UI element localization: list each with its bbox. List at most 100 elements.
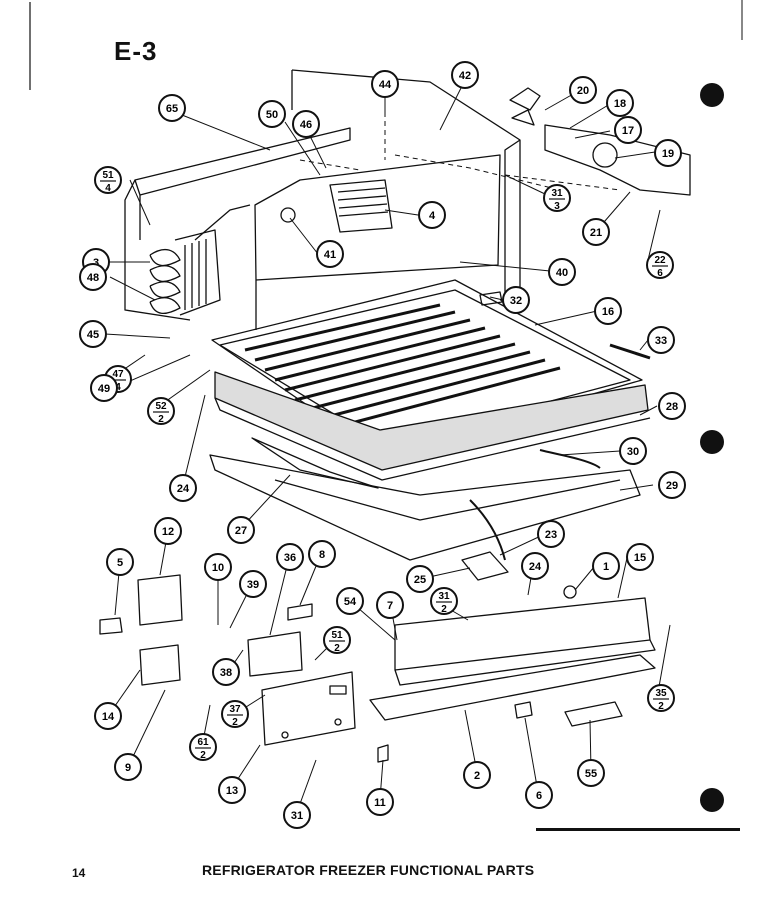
callout-31: 31	[283, 801, 311, 829]
svg-text:16: 16	[602, 306, 614, 318]
switch-a	[99, 617, 123, 635]
callout-6: 6	[525, 781, 553, 809]
fan-motor	[592, 142, 618, 168]
bracket	[287, 603, 313, 621]
svg-text:20: 20	[577, 85, 589, 97]
callout-27: 27	[227, 516, 255, 544]
callout-12: 12	[154, 517, 182, 545]
svg-text:2: 2	[474, 770, 480, 782]
svg-text:4: 4	[115, 382, 121, 393]
callout-21: 21	[582, 218, 610, 246]
callout-33: 33	[647, 326, 675, 354]
svg-text:23: 23	[545, 529, 557, 541]
callout-37-2: 372	[221, 700, 249, 728]
knob	[377, 744, 389, 763]
svg-text:3: 3	[554, 201, 560, 212]
callout-50: 50	[258, 100, 286, 128]
svg-text:25: 25	[414, 574, 426, 586]
callout-16: 16	[594, 297, 622, 325]
svg-text:48: 48	[87, 272, 99, 284]
svg-text:41: 41	[324, 249, 336, 261]
callout-4: 4	[418, 201, 446, 229]
clip	[479, 291, 503, 306]
svg-text:17: 17	[622, 125, 634, 137]
svg-text:40: 40	[556, 267, 568, 279]
tray	[209, 454, 641, 561]
callout-22-6: 226	[646, 251, 674, 279]
svg-text:2: 2	[158, 414, 164, 425]
svg-text:9: 9	[125, 762, 131, 774]
relay-box	[137, 574, 183, 626]
plate	[564, 701, 623, 727]
callout-36: 36	[276, 543, 304, 571]
svg-text:61: 61	[197, 737, 209, 748]
svg-text:38: 38	[220, 667, 232, 679]
svg-text:13: 13	[226, 785, 238, 797]
tube	[194, 204, 251, 241]
svg-text:5: 5	[117, 557, 123, 569]
callout-1: 1	[592, 552, 620, 580]
callout-51-4: 514	[94, 166, 122, 194]
condenser-coil	[149, 229, 221, 316]
svg-text:55: 55	[585, 768, 597, 780]
callout-28: 28	[658, 392, 686, 420]
callout-23: 23	[537, 520, 565, 548]
callout-39: 39	[239, 570, 267, 598]
panel-window	[329, 685, 347, 695]
svg-text:4: 4	[429, 210, 436, 222]
wire-harness	[469, 449, 601, 561]
svg-text:44: 44	[379, 79, 392, 91]
callout-55: 55	[577, 759, 605, 787]
light-cover	[461, 551, 509, 581]
svg-text:21: 21	[590, 227, 602, 239]
svg-text:31: 31	[291, 810, 303, 822]
svg-text:2: 2	[441, 604, 447, 615]
callout-19: 19	[654, 139, 682, 167]
callout-8: 8	[308, 540, 336, 568]
svg-text:52: 52	[155, 401, 167, 412]
callout-32: 32	[502, 286, 530, 314]
svg-text:1: 1	[603, 561, 609, 573]
callout-40: 40	[548, 258, 576, 286]
callout-9: 9	[114, 753, 142, 781]
svg-text:31: 31	[551, 188, 563, 199]
callout-31-2: 312	[430, 587, 458, 615]
callout-30: 30	[619, 437, 647, 465]
svg-text:24: 24	[177, 483, 190, 495]
svg-text:8: 8	[319, 549, 325, 561]
callout-18: 18	[606, 89, 634, 117]
callout-51-2: 512	[323, 626, 351, 654]
callout-7: 7	[376, 591, 404, 619]
svg-text:27: 27	[235, 525, 247, 537]
evaporator-duct	[134, 127, 351, 196]
callout-15: 15	[626, 543, 654, 571]
registration-marks	[536, 83, 740, 831]
svg-text:14: 14	[102, 711, 115, 723]
callout-48: 48	[79, 263, 107, 291]
page-code: E-3	[114, 36, 158, 66]
callout-10: 10	[204, 553, 232, 581]
svg-text:2: 2	[658, 701, 664, 712]
partition-panel	[254, 154, 501, 281]
sheet-panel	[251, 437, 379, 489]
callout-5: 5	[106, 548, 134, 576]
svg-text:11: 11	[374, 797, 386, 809]
svg-text:35: 35	[655, 688, 667, 699]
callout-31-3: 313	[543, 184, 571, 212]
svg-text:51: 51	[102, 170, 114, 181]
svg-text:51: 51	[331, 630, 343, 641]
svg-text:65: 65	[166, 103, 178, 115]
callout-25: 25	[406, 565, 434, 593]
svg-text:29: 29	[666, 480, 678, 492]
callout-17: 17	[614, 116, 642, 144]
callout-2: 2	[463, 761, 491, 789]
callout-61-2: 612	[189, 733, 217, 761]
svg-text:45: 45	[87, 329, 99, 341]
relay-base	[139, 644, 181, 686]
svg-text:19: 19	[662, 148, 674, 160]
svg-text:36: 36	[284, 552, 296, 564]
callout-35-2: 352	[647, 684, 675, 712]
